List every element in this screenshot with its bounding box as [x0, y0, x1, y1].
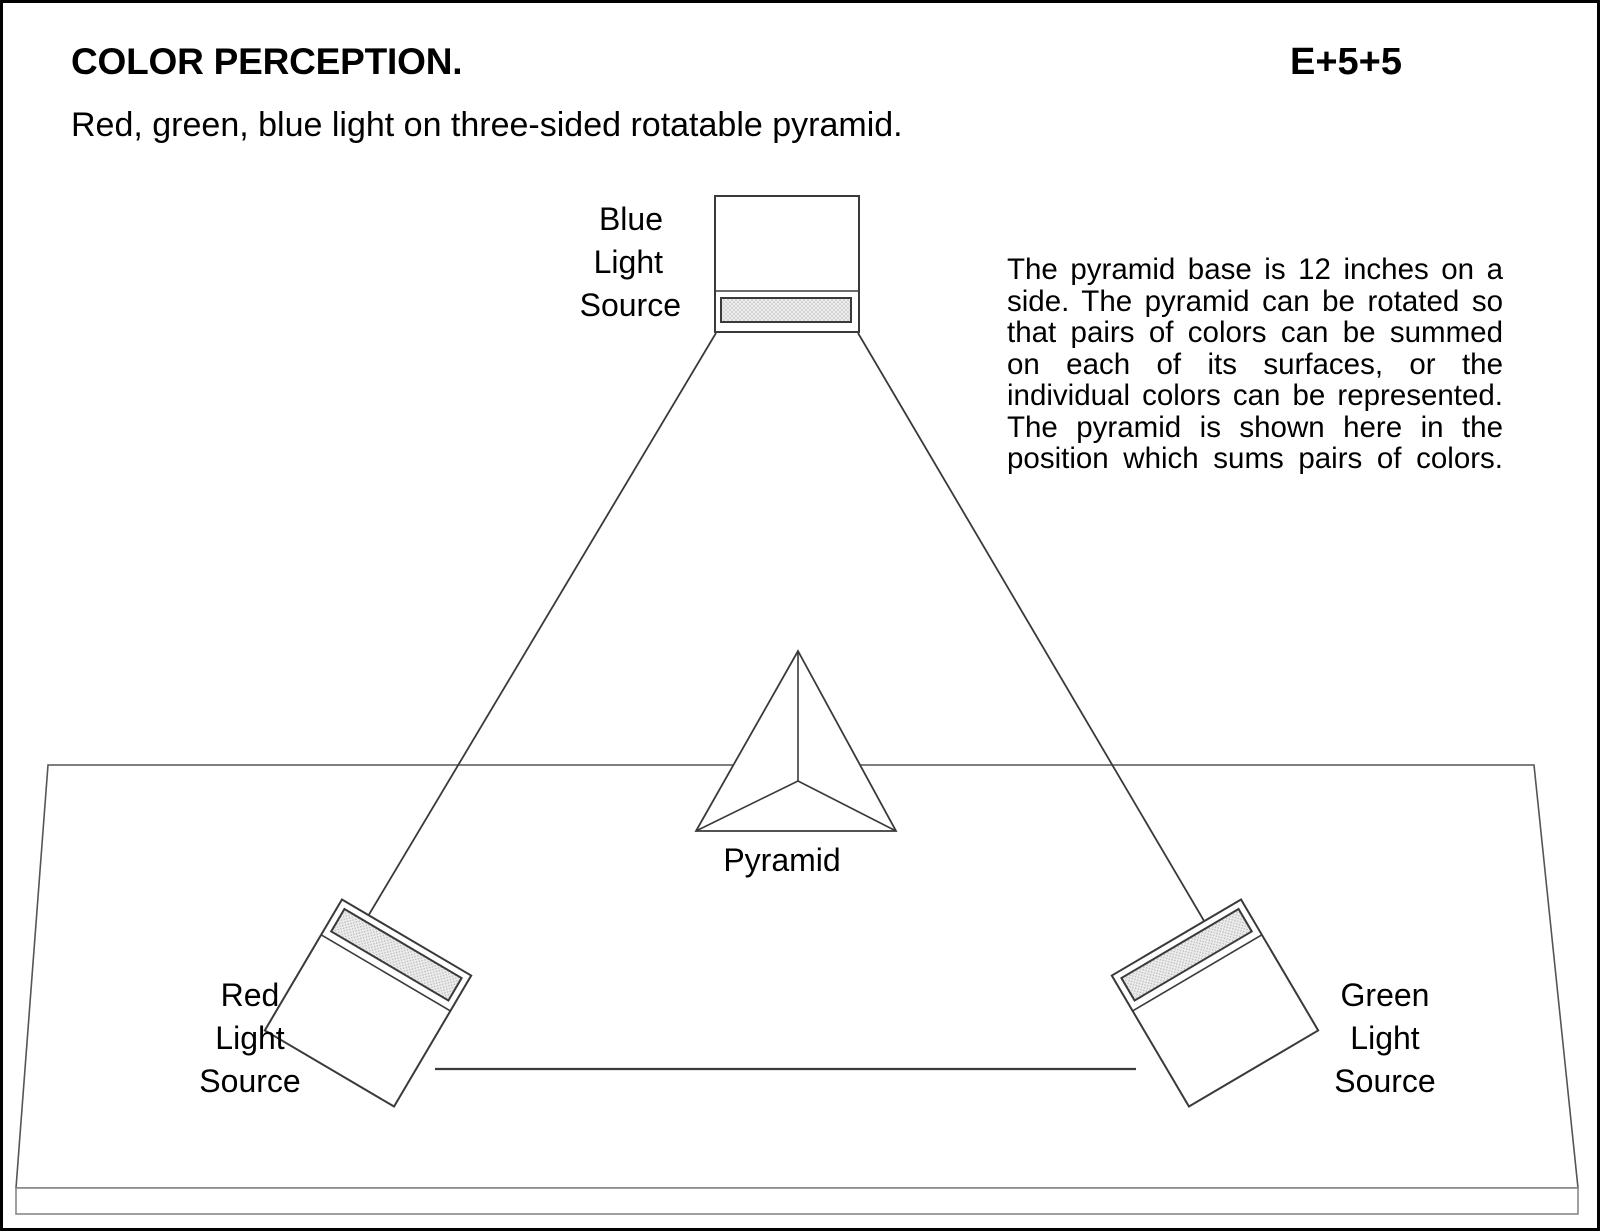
red-source-lens: [329, 907, 463, 1002]
red-source-label-line3: Source: [199, 1063, 300, 1099]
red-source-label-line1: Red: [221, 977, 280, 1013]
red-source-divider: [320, 934, 451, 1012]
red-source-housing: [263, 898, 473, 1108]
red-source-label-line2: Light: [215, 1020, 285, 1056]
green-source-label-line2: Light: [1350, 1020, 1420, 1056]
apparatus-diagram: Blue Light Source Red Light Source Green…: [15, 195, 1579, 1215]
table-front-edge: [15, 1187, 1579, 1215]
green-source-label-line3: Source: [1334, 1063, 1435, 1099]
blue-source-lens: [720, 297, 852, 323]
green-source-label-line1: Green: [1341, 977, 1430, 1013]
beam-blue-right: [857, 332, 1211, 932]
pyramid-edge-right: [797, 780, 897, 832]
blue-light-source[interactable]: Blue Light Source: [580, 195, 860, 333]
blue-source-label-line3: Source: [580, 287, 681, 323]
red-light-source[interactable]: Red Light Source: [199, 898, 473, 1108]
pyramid-edge-left: [695, 780, 799, 832]
page-subtitle: Red, green, blue light on three-sided ro…: [71, 106, 903, 144]
pyramid-outline: [694, 649, 898, 832]
blue-source-label-line1: Blue: [599, 201, 663, 237]
pyramid[interactable]: Pyramid: [694, 649, 898, 878]
green-source-divider: [1132, 934, 1263, 1012]
pyramid-label: Pyramid: [723, 842, 840, 878]
green-source-lens: [1120, 907, 1254, 1002]
blue-source-label-line2: Light: [594, 244, 664, 280]
description-text: The pyramid base is 12 inches on a side.…: [1007, 253, 1503, 475]
green-source-housing: [1110, 898, 1320, 1108]
plate-code: E+5+5: [1290, 41, 1402, 83]
green-light-source[interactable]: Green Light Source: [1110, 898, 1436, 1108]
beam-blue-left: [354, 332, 717, 939]
page-title: COLOR PERCEPTION.: [71, 41, 463, 82]
